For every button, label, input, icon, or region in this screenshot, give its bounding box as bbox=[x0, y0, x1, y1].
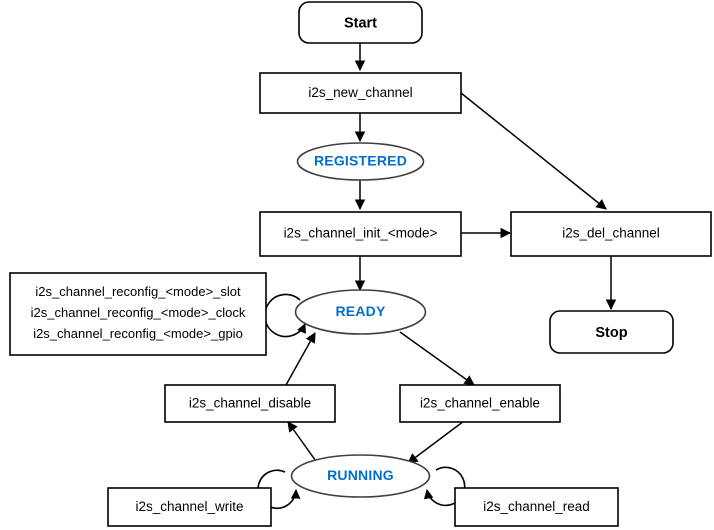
node-reconfig-line-2: i2s_channel_reconfig_<mode>_clock bbox=[31, 305, 246, 320]
node-state-running-label: RUNNING bbox=[327, 467, 394, 483]
node-state-registered-label: REGISTERED bbox=[314, 153, 407, 169]
node-channel-write bbox=[107, 487, 272, 527]
edge-ready-to-channel-enable bbox=[399, 331, 475, 386]
node-state-ready-label: READY bbox=[335, 303, 385, 319]
node-channel-init bbox=[259, 211, 462, 257]
node-channel-disable-label: i2s_channel_disable bbox=[189, 396, 311, 411]
node-del-channel bbox=[510, 211, 712, 257]
node-channel-enable bbox=[399, 384, 561, 423]
node-reconfig-line-1: i2s_channel_reconfig_<mode>_slot bbox=[35, 284, 241, 299]
node-state-registered bbox=[296, 142, 425, 181]
edge-channel-enable-to-running bbox=[407, 420, 465, 464]
node-channel-write-label: i2s_channel_write bbox=[135, 499, 243, 514]
node-stop bbox=[549, 310, 674, 354]
node-channel-init-label: i2s_channel_init_<mode> bbox=[284, 226, 438, 241]
node-channel-enable-label: i2s_channel_enable bbox=[420, 396, 540, 411]
edge-running-to-channel-disable bbox=[287, 421, 319, 465]
node-state-ready bbox=[294, 289, 427, 335]
node-del-channel-label: i2s_del_channel bbox=[562, 226, 660, 241]
edge-channel-disable-to-ready bbox=[285, 332, 316, 386]
node-start-label: Start bbox=[344, 15, 377, 31]
node-reconfig-line-3: i2s_channel_reconfig_<mode>_gpio bbox=[33, 326, 243, 341]
node-state-running bbox=[290, 454, 431, 498]
edge-new-channel-to-del-channel bbox=[460, 92, 607, 210]
node-new-channel-label: i2s_new_channel bbox=[308, 85, 412, 100]
node-channel-disable bbox=[164, 384, 336, 423]
node-reconfig-box bbox=[9, 272, 267, 356]
node-channel-read-label: i2s_channel_read bbox=[483, 499, 590, 514]
node-new-channel bbox=[259, 72, 462, 114]
node-stop-label: Stop bbox=[595, 325, 627, 341]
node-channel-read bbox=[454, 487, 619, 527]
node-start bbox=[298, 1, 423, 44]
